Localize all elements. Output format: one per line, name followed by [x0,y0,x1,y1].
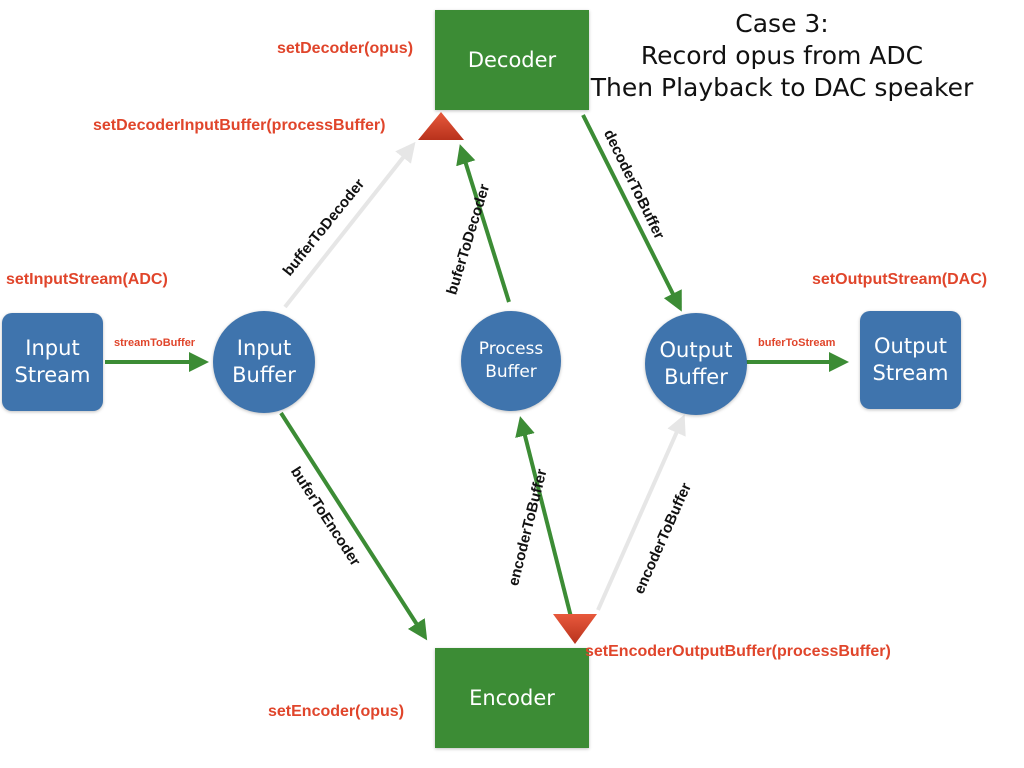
bufer-to-decoder-arrow [456,144,511,303]
decoder-to-buffer-arrow [581,114,682,312]
title-line-3: Then Playback to DAC speaker [590,73,974,102]
output-stream-node: Output Stream [860,311,961,409]
stream-to-buffer-label: streamToBuffer [114,337,196,349]
encoder-to-buffer-left-arrow [515,416,573,618]
buffer-to-decoder-arrow [283,141,416,309]
bufer-to-encoder-arrow [279,411,428,641]
diagram-title: Case 3: Record opus from ADC Then Playba… [562,8,1002,104]
encoder-label: Encoder [469,686,555,710]
set-encoder-output-buffer-label: setEncoderOutputBuffer(processBuffer) [585,643,891,660]
set-encoder-label: setEncoder(opus) [268,703,405,720]
set-input-stream-label: setInputStream(ADC) [6,271,168,288]
bufer-to-stream-label: buferToStream [758,337,836,349]
decoder-label: Decoder [467,48,557,72]
encoder-node: Encoder [435,648,589,748]
output-buffer-node: Output Buffer [645,313,747,415]
output-stream-label: Output Stream [872,334,949,385]
process-buffer-label: Process Buffer [478,339,544,382]
title-line-2: Record opus from ADC [640,41,924,70]
encoder-output-marker-icon [553,614,597,644]
title-line-1: Case 3: [735,9,829,38]
input-buffer-label: Input Buffer [232,336,296,387]
decoder-node: Decoder [435,10,589,110]
process-buffer-node: Process Buffer [461,311,561,411]
decoder-input-marker-icon [418,112,464,140]
set-decoder-input-buffer-label: setDecoderInputBuffer(processBuffer) [93,117,386,134]
set-decoder-label: setDecoder(opus) [277,40,414,57]
input-stream-label: Input Stream [14,336,91,387]
input-buffer-node: Input Buffer [213,311,315,413]
encoder-to-buffer-right-arrow [596,414,686,611]
input-stream-node: Input Stream [2,313,103,411]
output-buffer-label: Output Buffer [659,338,733,389]
set-output-stream-label: setOutputStream(DAC) [812,271,988,288]
